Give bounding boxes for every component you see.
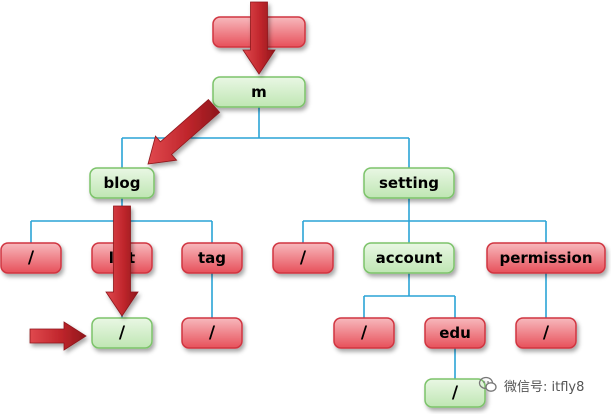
node-edu: edu [424, 317, 486, 349]
node-label: / [209, 323, 216, 343]
node-label: / [452, 383, 459, 403]
node-account-root: / [333, 317, 395, 349]
node-label: account [376, 249, 443, 267]
node-label: / [119, 323, 126, 343]
watermark: 微信号: itfly8 [478, 374, 584, 396]
node-label: m [251, 83, 267, 101]
watermark-text: 微信号: itfly8 [504, 379, 585, 395]
arrow-down-to-m [242, 1, 276, 75]
node-tag: tag [181, 242, 243, 274]
node-permission: permission [486, 242, 606, 274]
node-tag-root: / [181, 317, 243, 349]
node-label: / [300, 248, 307, 268]
node-blog: blog [89, 167, 155, 199]
node-label: / [361, 323, 368, 343]
edge-setting [302, 198, 547, 243]
node-label: / [543, 323, 550, 343]
node-list-root: / [91, 317, 153, 349]
node-account: account [363, 242, 455, 274]
arrow-down-through-list [105, 205, 139, 317]
node-setting-root: / [272, 242, 334, 274]
node-label: edu [439, 324, 471, 342]
node-label: blog [104, 174, 141, 192]
node-blog-root: / [0, 242, 62, 274]
arrows-layer [29, 1, 276, 351]
node-label: permission [499, 249, 592, 267]
node-edu-root: / [424, 378, 486, 408]
node-m: m [212, 76, 306, 108]
nodes-layer: mblogsetting/listtag/accountpermission//… [0, 16, 606, 408]
node-label: tag [198, 249, 226, 267]
wechat-icon [478, 376, 497, 392]
node-label: setting [379, 174, 439, 192]
arrow-diagonal-to-blog [147, 99, 221, 165]
node-setting: setting [363, 167, 455, 199]
node-permission-root: / [515, 317, 577, 349]
edge-account [363, 273, 456, 318]
arrow-right-to-list-root [29, 321, 87, 351]
node-label: / [28, 248, 35, 268]
